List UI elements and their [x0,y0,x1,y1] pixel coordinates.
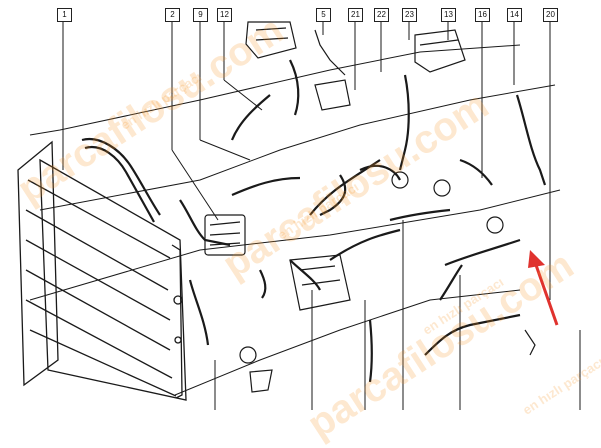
diagram-canvas [17,20,581,410]
parts-diagram: 1 2 9 12 5 21 22 23 13 16 14 20 parcafil… [10,8,601,447]
callout-label: 1 [57,8,72,22]
callout-label: 22 [374,8,389,22]
callout-label: 20 [543,8,558,22]
callout-label: 21 [348,8,363,22]
callout-label: 23 [402,8,417,22]
callout-label: 9 [193,8,208,22]
callout-label: 14 [507,8,522,22]
callout-label: 16 [475,8,490,22]
callout-label: 13 [441,8,456,22]
radiator [17,140,187,401]
callout-label: 12 [217,8,232,22]
components [204,21,536,393]
red-arrow-icon [528,250,559,326]
leader-lines [29,20,581,410]
callout-label: 5 [316,8,331,22]
hoses [81,59,547,383]
callout-label: 2 [165,8,180,22]
